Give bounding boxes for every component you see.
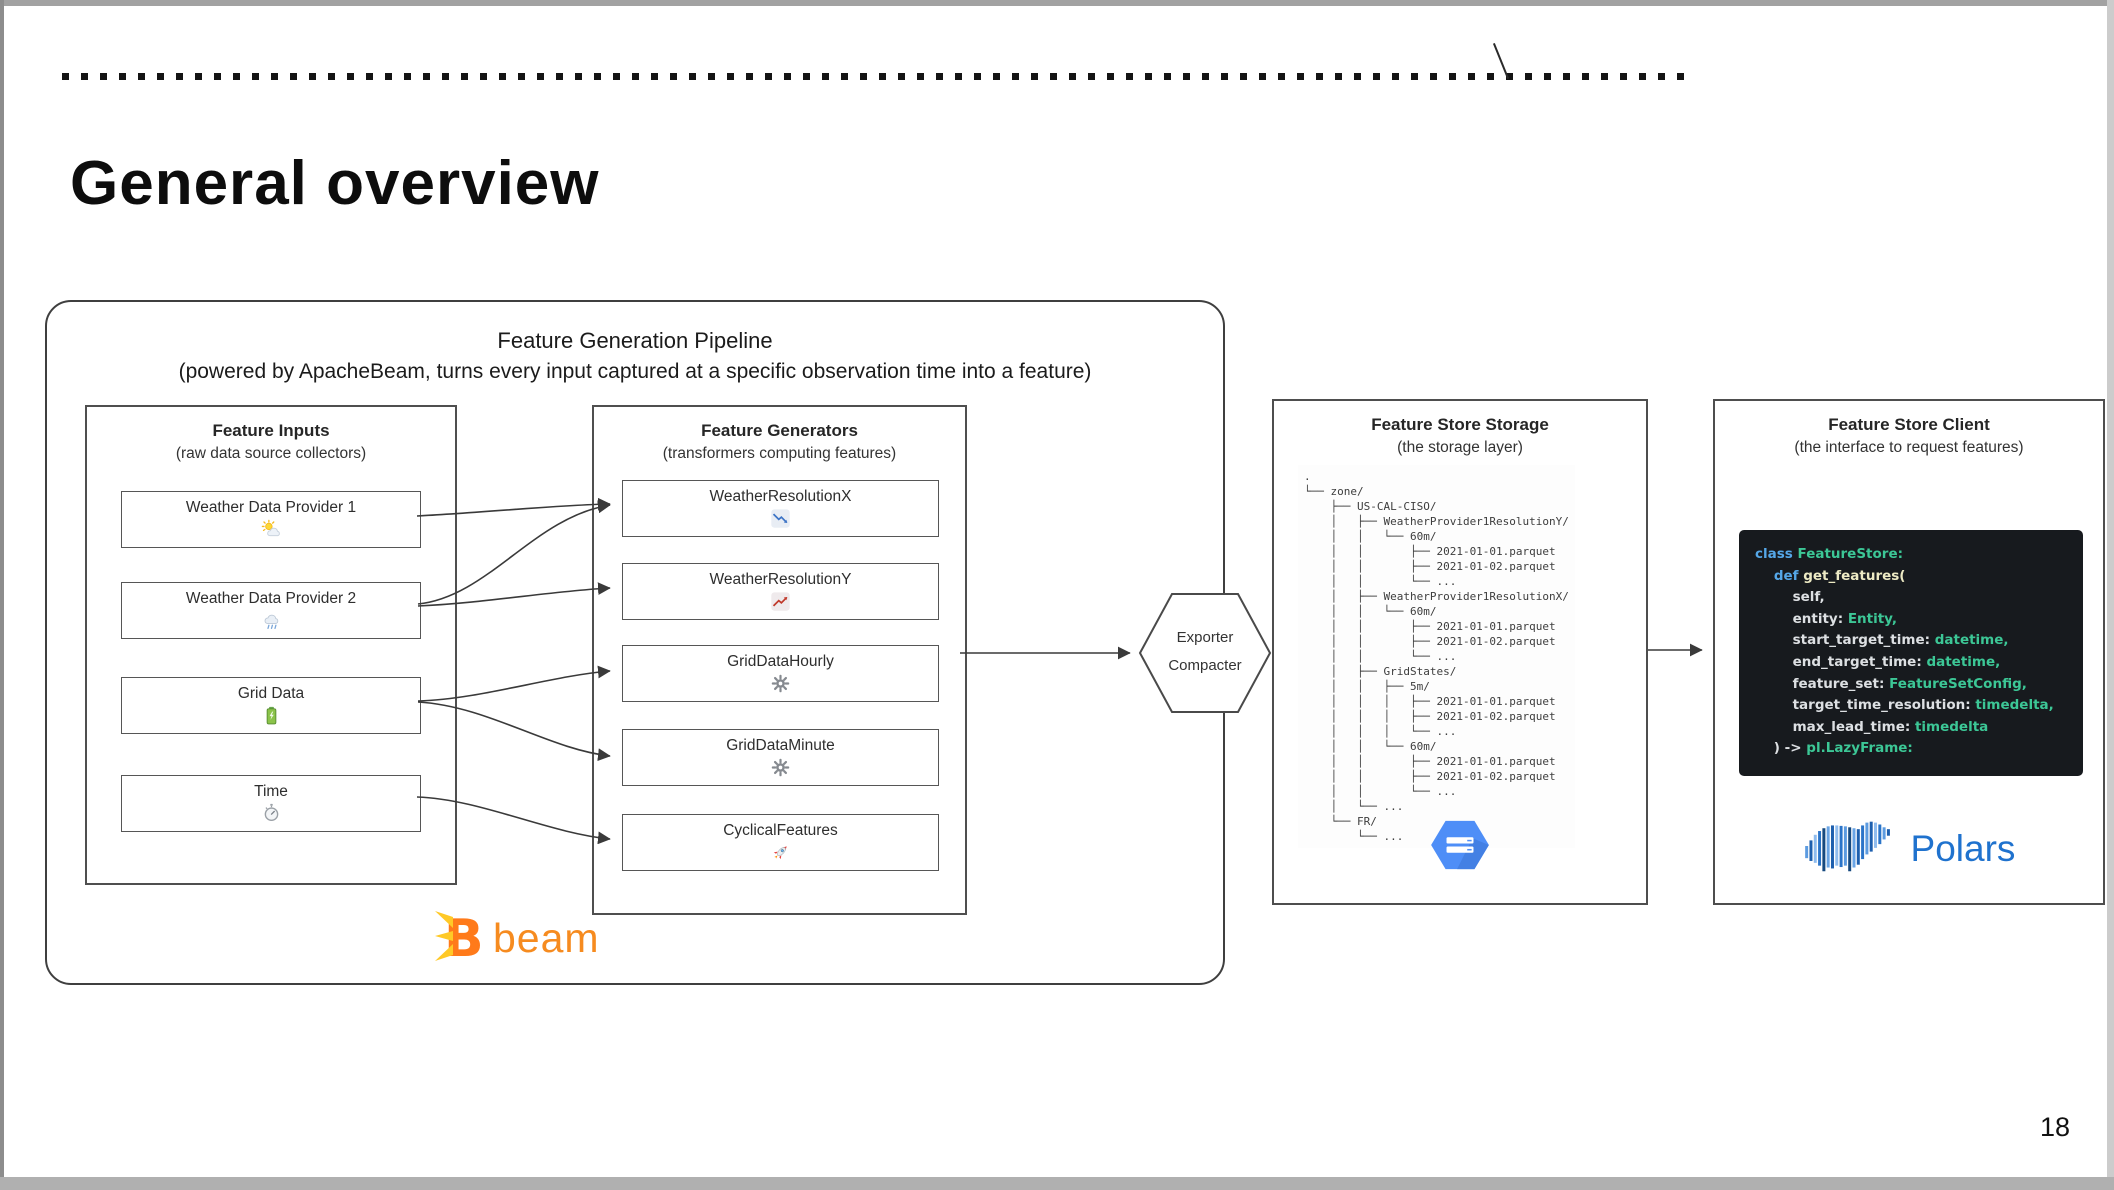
storage-title: Feature Store Storage [1371, 415, 1549, 434]
feature-generators-title: Feature Generators [701, 421, 858, 440]
polars-logo: Polars [1715, 817, 2103, 880]
feature-generation-pipeline-box: Feature Generation Pipeline (powered by … [45, 300, 1225, 985]
exporter-label-line2: Compacter [1168, 657, 1242, 674]
page-title: General overview [70, 148, 600, 218]
feature-inputs-box: Feature Inputs (raw data source collecto… [85, 405, 457, 885]
item-label: WeatherResolutionY [709, 570, 852, 588]
storage-subtitle: (the storage layer) [1397, 439, 1523, 456]
pipeline-subtitle: (powered by ApacheBeam, turns every inpu… [178, 360, 1092, 383]
item-label: Grid Data [237, 684, 305, 702]
feature-generators-box: Feature Generators (transformers computi… [592, 405, 967, 915]
feature-store-storage-box: Feature Store Storage (the storage layer… [1272, 399, 1648, 905]
rain-cloud-icon [261, 610, 282, 632]
apache-beam-logo: B beam [435, 908, 600, 969]
feature-generators-subtitle: (transformers computing features) [662, 445, 897, 462]
google-cloud-storage-icon [1430, 819, 1490, 876]
generator-item-griddataminute: GridDataMinute [622, 729, 939, 786]
item-label: CyclicalFeatures [723, 821, 838, 839]
code-line: max_lead_time: timedelta [1755, 718, 1989, 735]
storage-file-tree: . └── zone/ ├── US-CAL-CISO/ │ ├── Weath… [1298, 465, 1575, 848]
feature-inputs-title: Feature Inputs [212, 421, 330, 440]
feature-store-client-box: Feature Store Client (the interface to r… [1713, 399, 2105, 905]
sun-behind-cloud-icon [261, 519, 282, 541]
item-label: GridDataHourly [727, 652, 834, 670]
exporter-compacter-label: Exporter Compacter [1140, 624, 1270, 680]
beam-wordmark: beam [493, 915, 600, 961]
input-item-time: Time [121, 775, 421, 832]
input-item-weather-data-provider-1: Weather Data Provider 1 [121, 491, 421, 548]
stopwatch-icon [261, 803, 282, 825]
item-label: GridDataMinute [726, 736, 835, 754]
item-label: Time [254, 782, 288, 800]
chart-increasing-icon [770, 591, 791, 613]
generator-item-weatherresolutiony: WeatherResolutionY [622, 563, 939, 620]
gear-icon [770, 673, 791, 695]
input-item-weather-data-provider-2: Weather Data Provider 2 [121, 582, 421, 639]
code-line: entity: Entity, [1755, 610, 1898, 627]
code-line: end_target_time: datetime, [1755, 653, 2001, 670]
input-item-grid-data: Grid Data [121, 677, 421, 734]
chart-decreasing-icon [770, 508, 791, 530]
code-line: self, [1755, 589, 1825, 606]
gear-icon [770, 757, 791, 779]
page-number: 18 [2040, 1112, 2071, 1142]
item-label: Weather Data Provider 1 [185, 498, 357, 516]
code-line: class FeatureStore: [1755, 546, 1903, 562]
item-label: WeatherResolutionX [709, 487, 852, 505]
generator-item-weatherresolutionx: WeatherResolutionX [622, 480, 939, 537]
feature-inputs-subtitle: (raw data source collectors) [175, 445, 367, 462]
feature-store-code-snippet: class FeatureStore: def get_features( se… [1739, 530, 2083, 776]
generator-item-cyclicalfeatures: CyclicalFeatures [622, 814, 939, 871]
polars-wordmark: Polars [1910, 827, 2016, 869]
code-line: def get_features( [1773, 567, 1906, 584]
rocket-icon [770, 842, 791, 864]
client-subtitle: (the interface to request features) [1794, 439, 2024, 456]
generator-item-griddatahourly: GridDataHourly [622, 645, 939, 702]
client-title: Feature Store Client [1828, 415, 1990, 434]
window-edge-right [2107, 0, 2114, 1190]
pipeline-title: Feature Generation Pipeline [497, 328, 773, 353]
item-label: Weather Data Provider 2 [185, 589, 357, 607]
exporter-label-line1: Exporter [1176, 629, 1234, 646]
code-line: start_target_time: datetime, [1755, 632, 2009, 649]
code-line: feature_set: FeatureSetConfig, [1755, 675, 2027, 692]
window-edge-left [0, 0, 4, 1190]
window-edge-bottom [0, 1177, 2114, 1190]
polars-bear-icon [1803, 817, 1899, 880]
code-line: target_time_resolution: timedelta, [1755, 697, 2054, 714]
dotted-divider [62, 73, 1692, 80]
code-line: ) -> pl.LazyFrame: [1755, 740, 1913, 757]
window-edge-top [0, 0, 2114, 6]
battery-icon [261, 705, 282, 727]
apache-beam-icon: B [435, 908, 484, 969]
